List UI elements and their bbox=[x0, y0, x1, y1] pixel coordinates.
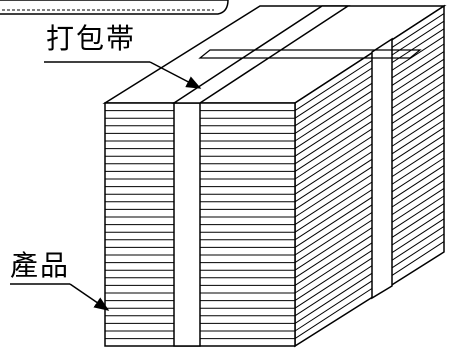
side-layer-line bbox=[294, 210, 445, 309]
side-layer-line bbox=[294, 225, 445, 324]
arrow-icon bbox=[149, 61, 202, 89]
strap-front bbox=[173, 102, 201, 347]
strap-label: 打包帯 bbox=[46, 22, 137, 55]
side-layer-line bbox=[294, 43, 445, 142]
arrow-icon bbox=[69, 283, 110, 311]
strap-leader bbox=[44, 61, 202, 89]
side-layer-line bbox=[294, 28, 445, 127]
side-layer-line bbox=[294, 233, 445, 332]
side-layer-line bbox=[294, 81, 445, 180]
side-layer-line bbox=[294, 104, 445, 203]
stack-right-layers bbox=[294, 13, 445, 340]
side-layer-line bbox=[294, 13, 445, 112]
side-layer-line bbox=[294, 203, 445, 302]
side-layer-line bbox=[294, 157, 445, 256]
strap-right bbox=[371, 37, 393, 300]
side-layer-line bbox=[294, 195, 445, 294]
side-layer-line bbox=[294, 89, 445, 188]
side-layer-line bbox=[294, 142, 445, 241]
side-layer-line bbox=[294, 134, 445, 233]
side-layer-line bbox=[294, 180, 445, 279]
side-layer-line bbox=[294, 35, 445, 134]
strap-top-cross bbox=[198, 49, 422, 59]
side-layer-line bbox=[294, 111, 445, 210]
stack-front-layers bbox=[105, 110, 295, 340]
product-leader bbox=[10, 283, 110, 311]
side-layer-line bbox=[294, 58, 445, 157]
side-layer-line bbox=[294, 149, 445, 248]
side-layer-line bbox=[294, 218, 445, 317]
strap-top bbox=[171, 5, 351, 104]
side-layer-line bbox=[294, 165, 445, 264]
side-layer-line bbox=[294, 119, 445, 218]
side-layer-line bbox=[294, 51, 445, 150]
side-layer-line bbox=[294, 20, 445, 119]
side-layer-line bbox=[294, 187, 445, 286]
side-layer-line bbox=[294, 96, 445, 195]
side-layer-line bbox=[294, 127, 445, 226]
corner-fragment bbox=[0, 0, 229, 15]
side-layer-line bbox=[294, 73, 445, 172]
side-layer-line bbox=[294, 241, 445, 340]
product-label: 產品 bbox=[10, 249, 71, 282]
side-layer-line bbox=[294, 66, 445, 165]
side-layer-line bbox=[294, 172, 445, 271]
